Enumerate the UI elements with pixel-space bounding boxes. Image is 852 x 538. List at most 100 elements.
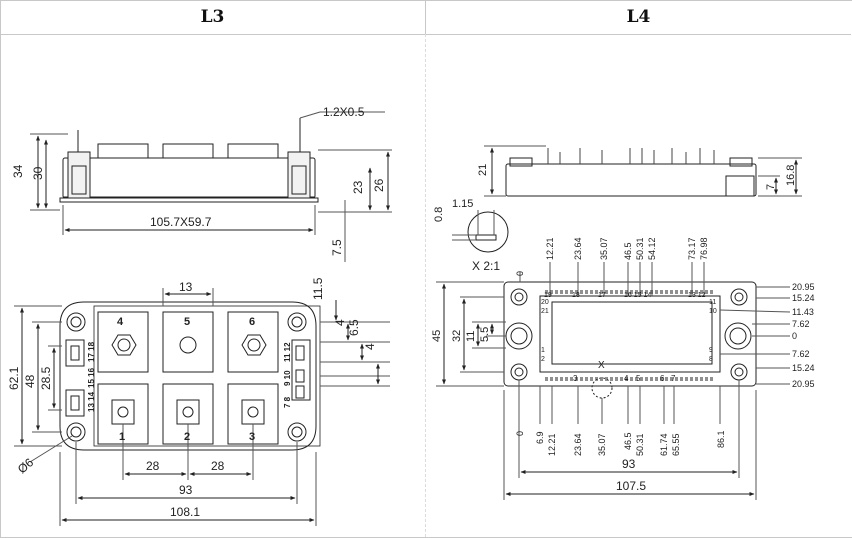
l4-pin-3: 3 <box>573 374 578 383</box>
l4-right-dim-20-95b: 20.95 <box>792 379 815 389</box>
l3-dim-23: 23 <box>351 180 365 194</box>
l4-dim-107-5: 107.5 <box>616 479 646 493</box>
l3-terminal-3: 3 <box>249 431 255 443</box>
l4-pin-1: 1 <box>541 347 545 354</box>
l4-bottom-dim-61-74: 61.74 <box>659 433 669 456</box>
l4-pin-10: 10 <box>709 308 717 315</box>
l3-pins-11-12: 11 12 <box>283 342 292 362</box>
l3-dim-108-1: 108.1 <box>170 505 200 519</box>
l4-pin-11: 11 <box>709 299 716 306</box>
l4-dim-7: 7 <box>765 184 777 190</box>
l4-top-dim-76-98: 76.98 <box>699 237 709 260</box>
l3-pins-7-8: 7 8 <box>283 396 292 408</box>
l3-dim-28b: 28 <box>211 459 225 473</box>
l3-dim-width: 105.7X59.7 <box>150 215 212 229</box>
l3-pin-size: 1.2X0.5 <box>323 105 365 119</box>
l4-right-dim-7-62b: 7.62 <box>792 349 810 359</box>
l4-top-dim-23-64: 23.64 <box>573 237 583 260</box>
l4-right-dim-0: 0 <box>792 331 797 341</box>
header-l4: L4 <box>426 0 851 35</box>
l4-top-zero: 0 <box>515 271 525 276</box>
l4-pin-6: 6 <box>660 374 665 383</box>
l4-top-dim-50-31: 50.31 <box>635 237 645 260</box>
l4-pin-strips <box>544 290 714 381</box>
l4-pin-4: 4 <box>624 374 629 383</box>
l4-pin-21: 21 <box>541 308 549 315</box>
l4-top-dim-35-07: 35.07 <box>599 237 609 260</box>
l4-top-view <box>436 262 791 500</box>
l3-terminal-6: 6 <box>249 316 255 328</box>
l4-dim-93: 93 <box>622 457 636 471</box>
l3-dim-30: 30 <box>31 166 45 180</box>
l4-pins-13-12: 13 12 <box>688 292 706 299</box>
l3-dim-26: 26 <box>372 178 386 192</box>
l3-pins-17-18: 17 18 <box>87 341 96 362</box>
header-l3-label: L3 <box>200 7 225 27</box>
l4-pin-19: 19 <box>544 292 552 299</box>
l3-dim-4a: 4 <box>333 319 347 326</box>
l3-dim-93: 93 <box>179 483 193 497</box>
l3-pins-9-10: 9 10 <box>283 370 292 386</box>
l3-pins-15-16: 15 16 <box>87 367 96 388</box>
l3-dim-28a: 28 <box>146 459 160 473</box>
header-l3: L3 <box>0 0 426 35</box>
l4-bottom-dim-46-5: 46.5 <box>623 432 633 450</box>
l3-dim-28-5: 28.5 <box>39 366 53 390</box>
l4-top-dim-46-5: 46.5 <box>623 242 633 260</box>
l3-terminal-4: 4 <box>117 316 124 328</box>
l4-bottom-dim-35-07: 35.07 <box>597 433 607 456</box>
l4-left-dim-45: 45 <box>431 330 443 342</box>
l4-bottom-dim-23-64: 23.64 <box>573 433 583 456</box>
l4-dim-16-8: 16.8 <box>785 165 797 186</box>
column-divider <box>425 34 426 537</box>
l4-pin-5: 5 <box>636 374 641 383</box>
l4-detail-label: X 2:1 <box>472 259 500 273</box>
l3-dim-62-1: 62.1 <box>7 366 21 390</box>
l4-side-view <box>452 145 802 253</box>
l4-pin-18: 18 <box>572 292 580 299</box>
l4-bottom-dim-86-1: 86.1 <box>716 430 726 448</box>
l4-right-dim-7-62a: 7.62 <box>792 319 810 329</box>
l4-pin-8: 8 <box>709 356 713 363</box>
l4-bottom-dim-0: 0 <box>515 431 525 436</box>
l3-dim-4b: 4 <box>363 343 377 350</box>
l3-terminal-5: 5 <box>184 316 190 328</box>
l3-dim-13: 13 <box>179 280 193 294</box>
l4-bottom-dim-6-9: 6.9 <box>535 431 545 444</box>
l4-left-dim-32: 32 <box>451 330 463 342</box>
l4-detail-x: X <box>598 360 605 371</box>
l4-pin-9: 9 <box>709 347 713 354</box>
l4-left-dim-11: 11 <box>465 331 477 342</box>
l4-right-dim-15-24b: 15.24 <box>792 363 815 373</box>
l4-left-dim-5-5: 5.5 <box>479 327 491 342</box>
l3-side-view <box>30 111 392 262</box>
header-l4-label: L4 <box>626 7 651 27</box>
l3-terminal-2: 2 <box>184 431 190 443</box>
l4-pin-7: 7 <box>671 374 676 383</box>
l4-right-dim-15-24a: 15.24 <box>792 293 815 303</box>
l4-bottom-dim-50-31: 50.31 <box>635 433 645 456</box>
l4-pin-17: 17 <box>598 292 606 299</box>
l4-right-dim-20-95a: 20.95 <box>792 282 815 292</box>
l3-top-view <box>14 288 390 526</box>
l4-bottom-dim-12-21: 12.21 <box>547 433 557 456</box>
l4-pin-2: 2 <box>541 356 545 363</box>
l4-right-dim-11-43: 11.43 <box>792 307 814 317</box>
l4-pins-16-14: 16 15 14 <box>624 292 651 299</box>
l3-dim-11-5: 11.5 <box>311 277 325 300</box>
l4-top-dim-73-17: 73.17 <box>687 237 697 260</box>
l4-pin-width: 1.15 <box>452 198 473 210</box>
l3-dim-34: 34 <box>11 164 25 178</box>
l3-pins-13-14: 13 14 <box>87 391 96 412</box>
l3-terminal-1: 1 <box>119 431 125 443</box>
l3-dim-7-5: 7.5 <box>330 239 344 256</box>
l4-pin-thickness: 0.8 <box>433 207 445 222</box>
l3-hole-diameter: Ø6 <box>15 455 37 476</box>
l4-dim-21: 21 <box>477 164 489 176</box>
l3-dim-6-5: 6.5 <box>347 319 361 336</box>
l4-top-dim-54-12: 54.12 <box>647 237 657 260</box>
l4-bottom-dim-65-55: 65.55 <box>671 433 681 456</box>
l4-top-dim-12-21: 12.21 <box>545 237 555 260</box>
l3-dim-48: 48 <box>23 374 37 388</box>
